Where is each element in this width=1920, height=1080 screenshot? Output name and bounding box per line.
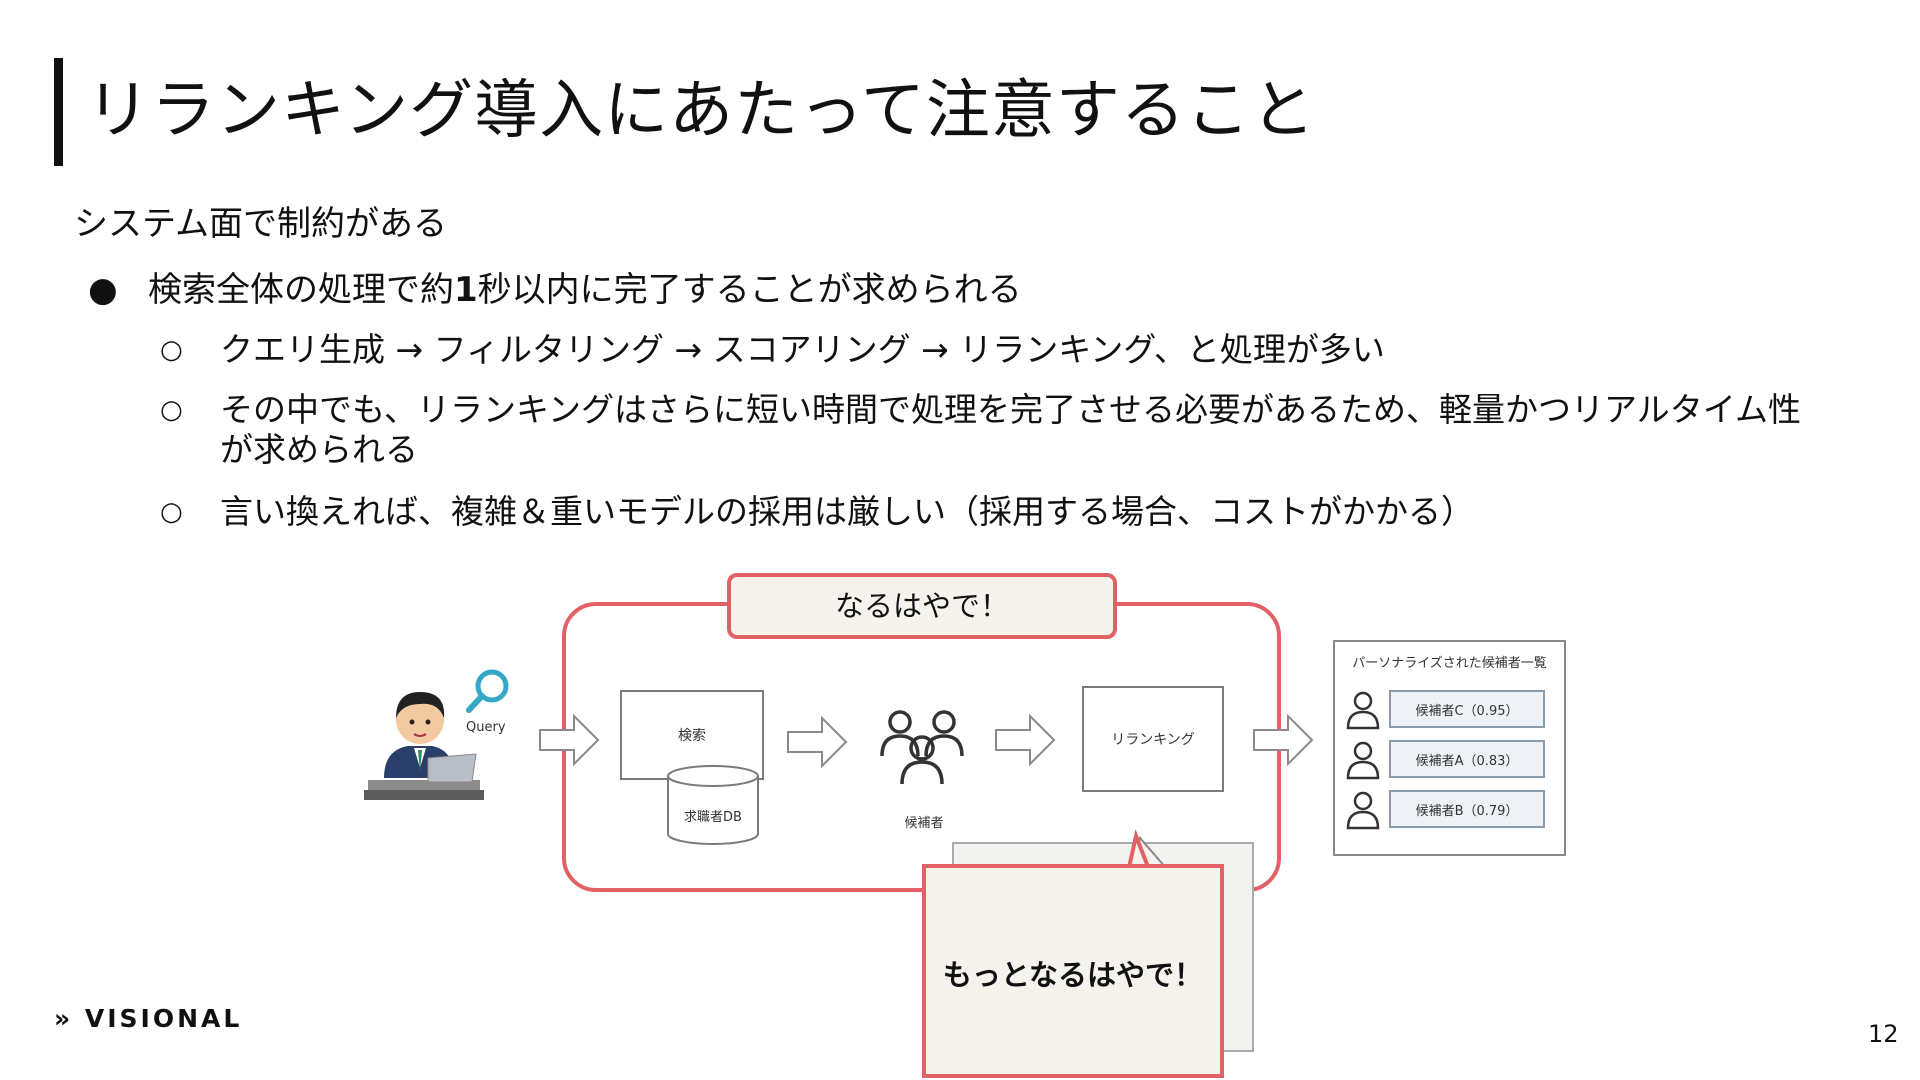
person-icon	[1346, 741, 1380, 780]
person-icon	[1346, 691, 1380, 730]
list-item: 候補者A（0.83）	[1345, 738, 1559, 780]
result-title: パーソナライズされた候補者一覧	[1352, 656, 1547, 671]
arrow-right-icon	[787, 715, 848, 769]
logo-text: VISIONAL	[84, 1004, 243, 1033]
callout-hurry: もっとなるはやで！	[922, 864, 1224, 1078]
bullet-text-bold: 1	[454, 270, 478, 310]
sub-bullet-text: その中でも、リランキングはさらに短い時間で処理を完了させる必要があるため、軽量か…	[220, 390, 1802, 469]
arrow-right-icon	[1253, 713, 1314, 767]
search-magnifier-icon	[466, 669, 509, 713]
person-icon	[1346, 791, 1380, 830]
candidate-label: 候補者C（0.95）	[1389, 690, 1545, 728]
slide-title: リランキング導入にあたって注意すること	[86, 74, 1316, 148]
db-label: 求職者DB	[684, 810, 742, 825]
sub-bullet-text: クエリ生成 → フィルタリング → スコアリング → リランキング、と処理が多い	[220, 330, 1385, 369]
visional-logo: » VISIONAL	[54, 1004, 242, 1033]
callout-tail	[1126, 829, 1167, 872]
section-subtitle: システム面で制約がある	[74, 204, 447, 244]
result-panel: パーソナライズされた候補者一覧 候補者C（0.95） 候補者A（0.83） 候補…	[1333, 640, 1566, 856]
user-illustration	[364, 692, 484, 800]
callout-text: もっとなるはやで！	[942, 958, 1204, 992]
arrow-right-icon	[539, 713, 600, 767]
bullet-dot: ●	[88, 270, 118, 310]
candidate-label: 候補者B（0.79）	[1389, 790, 1545, 828]
sub-bullet-text: 言い換えれば、複雑＆重いモデルの採用は厳しい（採用する場合、コストがかかる）	[220, 492, 1474, 531]
banner-hurry: なるはやで！	[727, 573, 1117, 639]
rerank-box: リランキング	[1082, 686, 1224, 792]
database-icon	[667, 765, 759, 845]
sub-bullet-marker: ○	[160, 497, 183, 527]
search-box: 検索	[620, 690, 764, 780]
bullet-main: ● 検索全体の処理で約1秒以内に完了することが求められる	[88, 266, 1022, 314]
sub-bullet-marker: ○	[160, 395, 183, 425]
list-item: 候補者C（0.95）	[1345, 688, 1559, 730]
bullet-text-post: 秒以内に完了することが求められる	[477, 270, 1022, 310]
bullet-text-pre: 検索全体の処理で約	[148, 270, 454, 310]
candidates-label: 候補者	[904, 816, 944, 831]
title-accent-bar	[54, 58, 63, 166]
people-group-icon	[880, 710, 964, 785]
query-label: Query	[466, 720, 506, 735]
candidate-label: 候補者A（0.83）	[1389, 740, 1545, 778]
arrow-right-icon	[995, 713, 1056, 767]
chevron-right-icon: »	[54, 1004, 74, 1033]
list-item: 候補者B（0.79）	[1345, 788, 1559, 830]
sub-bullet-marker: ○	[160, 335, 183, 365]
page-number: 12	[1868, 1020, 1899, 1048]
